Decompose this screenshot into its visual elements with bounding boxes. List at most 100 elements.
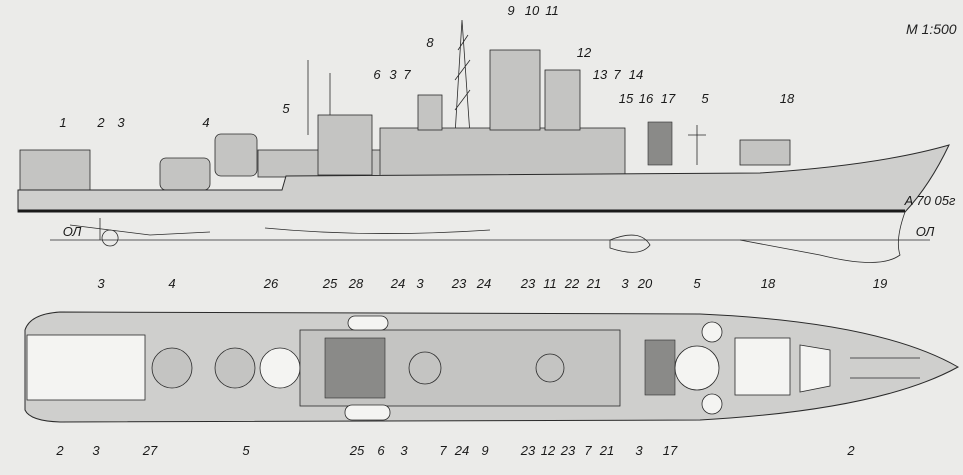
callout-label: 10 (525, 3, 540, 18)
callout-label: 6 (373, 67, 381, 82)
anchor-chains (850, 357, 920, 379)
launcher-5-aft-plan (259, 347, 301, 389)
towed-array-shape (264, 227, 491, 234)
launcher-5-fwd-plan (674, 345, 720, 391)
propeller-shaft (69, 218, 211, 247)
waterline-mark-fwd: ОЛ (916, 224, 935, 239)
signature: A 70 05г (904, 193, 956, 208)
profile-view: ОЛ ОЛ A 70 05г (17, 19, 956, 263)
callout-label: 23 (451, 276, 467, 291)
boat-28 (347, 315, 389, 331)
radar-tower (489, 49, 541, 131)
callout-label: 7 (613, 67, 621, 82)
middle-labels: 3 4 26 25 28 24 3 23 24 23 11 22 21 3 20 5 18 19 (97, 276, 887, 291)
sonar-dome (609, 234, 651, 253)
callout-label: 12 (577, 45, 592, 60)
waterline-mark-aft: ОЛ (63, 224, 82, 239)
scale-label: M 1:500 (906, 21, 957, 37)
turret-fwd-plan (214, 347, 256, 389)
callout-label: 2 (55, 443, 64, 458)
plan-view (24, 311, 960, 423)
callout-label: 26 (263, 276, 279, 291)
callout-label: 7 (584, 443, 592, 458)
callout-label: 3 (635, 443, 643, 458)
funnel (317, 114, 373, 176)
director-plan (408, 351, 442, 385)
callout-label: 11 (545, 3, 559, 18)
callout-label: 22 (564, 276, 580, 291)
helipad (26, 334, 146, 401)
callout-label: 5 (282, 101, 290, 116)
callout-label: 15 (619, 91, 634, 106)
callout-label: 28 (348, 276, 364, 291)
hatch-port (701, 321, 723, 343)
callout-label: 20 (637, 276, 653, 291)
callout-label: 8 (426, 35, 434, 50)
callout-label: 25 (322, 276, 338, 291)
callout-label: 16 (639, 91, 654, 106)
callout-label: 23 (520, 443, 536, 458)
callout-label: 5 (701, 91, 709, 106)
callout-label: 17 (663, 443, 678, 458)
callout-label: 3 (621, 276, 629, 291)
hull-profile (17, 144, 950, 213)
main-superstructure (379, 127, 626, 177)
callout-label: 4 (168, 276, 175, 291)
callout-label: 17 (661, 91, 676, 106)
bow-mount-mast (688, 125, 706, 165)
callout-label: 24 (476, 276, 491, 291)
callout-label: 4 (202, 115, 209, 130)
callout-label: 3 (389, 67, 397, 82)
hatch-stbd (701, 393, 723, 415)
callout-label: 19 (873, 276, 887, 291)
callout-label: 25 (349, 443, 365, 458)
callout-label: 27 (142, 443, 158, 458)
callout-label: 18 (761, 276, 776, 291)
callout-label: 7 (439, 443, 447, 458)
callout-label: 9 (507, 3, 514, 18)
callout-label: 2 (96, 115, 105, 130)
launchers-17 (647, 121, 673, 166)
launcher-18-plan (734, 337, 791, 396)
turret-aft (159, 157, 211, 191)
callout-label: 23 (520, 276, 536, 291)
callout-label: 21 (586, 276, 601, 291)
callout-label: 3 (416, 276, 424, 291)
turret-fwd (214, 133, 258, 177)
callout-label: 5 (242, 443, 250, 458)
callout-label: 23 (560, 443, 576, 458)
stern-hangar (19, 149, 91, 193)
funnel-plan (324, 337, 386, 399)
callout-label: 7 (403, 67, 411, 82)
callout-label: 24 (454, 443, 469, 458)
callout-label: 9 (481, 443, 488, 458)
bow-bulb (739, 211, 906, 263)
callout-label: 3 (97, 276, 105, 291)
callout-label: 3 (400, 443, 408, 458)
callout-label: 18 (780, 91, 795, 106)
callout-label: 12 (541, 443, 556, 458)
lattice-mast (454, 19, 471, 136)
callout-label: 1 (59, 115, 66, 130)
callout-label: 3 (92, 443, 100, 458)
turret-aft-plan (151, 347, 193, 389)
fwd-radar-tower (544, 69, 581, 131)
callout-label: 24 (390, 276, 405, 291)
callout-label: 2 (846, 443, 855, 458)
callout-label: 6 (377, 443, 385, 458)
callout-label: 14 (629, 67, 643, 82)
director-tower (417, 94, 443, 131)
callout-label: 21 (599, 443, 614, 458)
callout-label: 11 (543, 276, 557, 291)
radar-plan (535, 353, 565, 383)
callout-label: 13 (593, 67, 608, 82)
boat-25 (344, 404, 391, 421)
bow-deck-plan (799, 344, 831, 393)
callout-label: 3 (117, 115, 125, 130)
launchers-17-plan (644, 339, 676, 396)
callout-label: 5 (693, 276, 701, 291)
